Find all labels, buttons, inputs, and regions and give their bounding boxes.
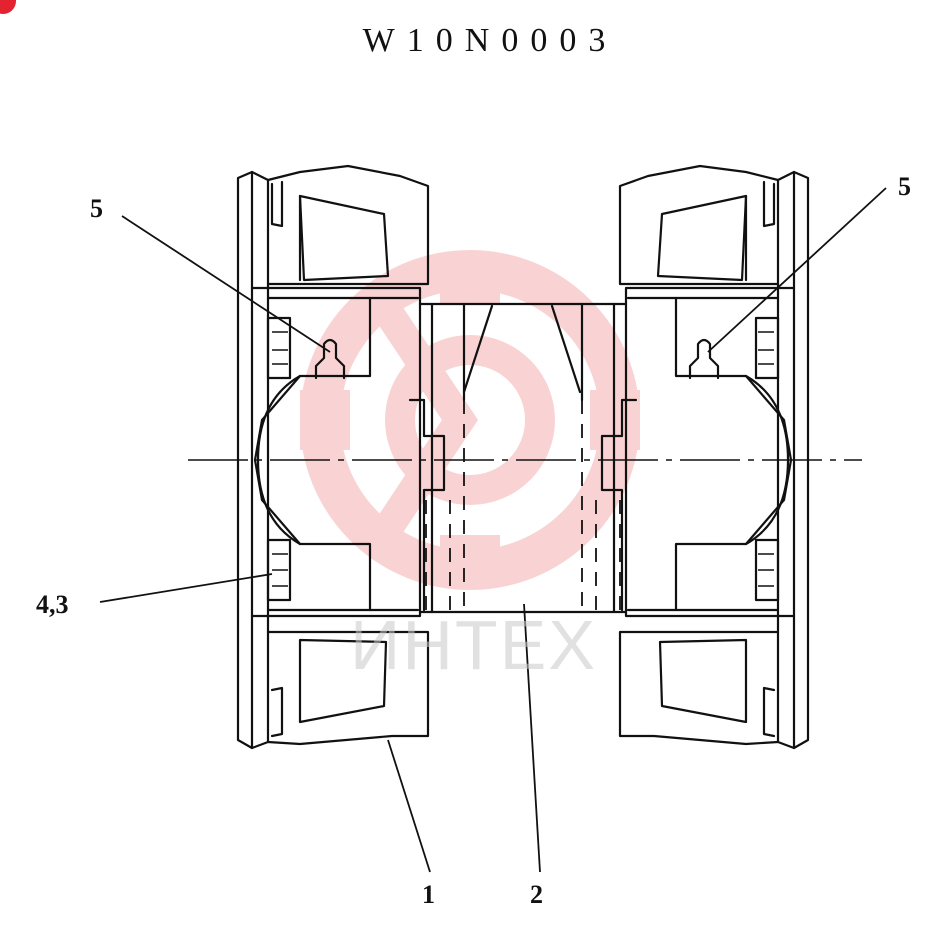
callout-2: 2 xyxy=(530,880,543,909)
callout-1: 1 xyxy=(422,880,435,909)
right-housing xyxy=(618,164,810,750)
callout-5-right: 5 xyxy=(898,172,911,201)
left-housing xyxy=(236,164,430,750)
leader-lines xyxy=(99,187,887,873)
callout-4-3: 4,3 xyxy=(36,590,69,619)
central-shaft xyxy=(408,302,638,614)
drawing-title: W10N0003 xyxy=(362,22,618,59)
callout-5-left: 5 xyxy=(90,194,103,223)
watermark-text: ИНТЕХ xyxy=(350,606,598,684)
